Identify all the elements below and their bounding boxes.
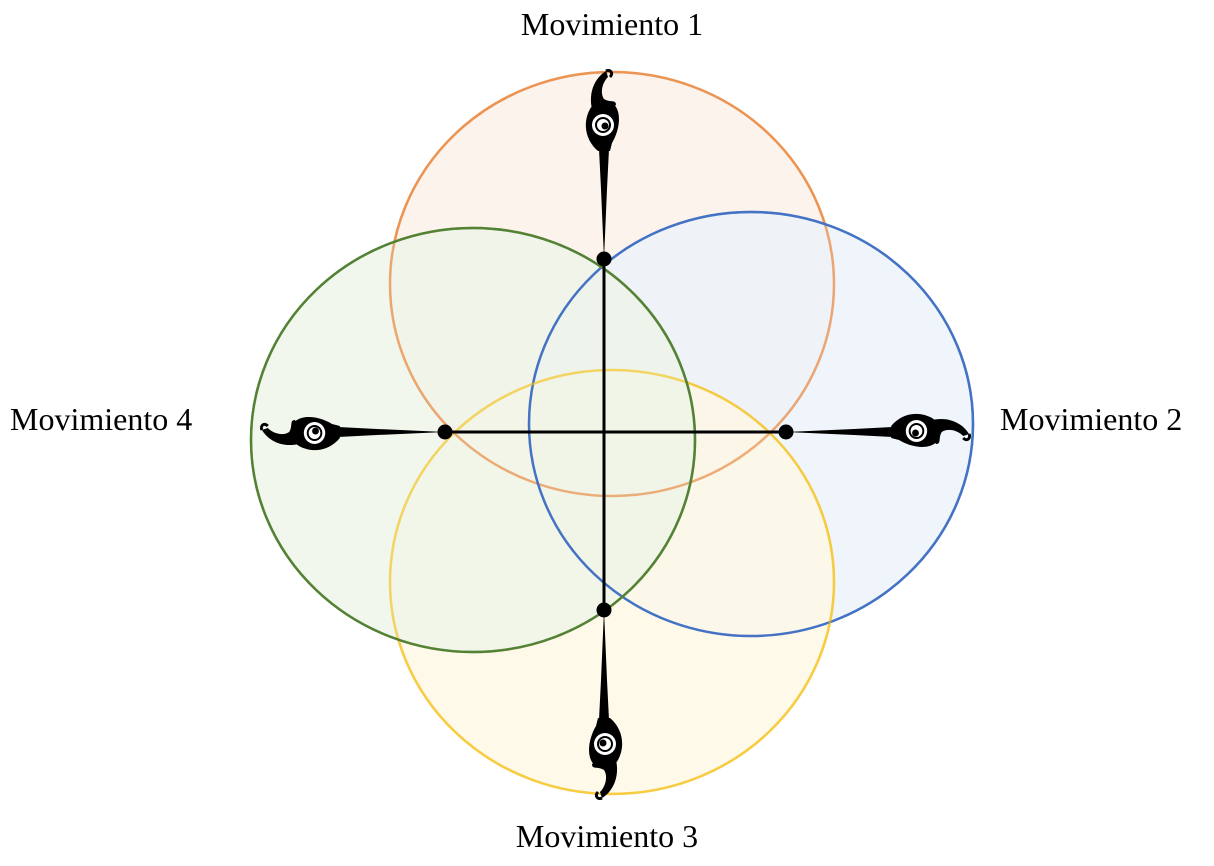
dot-icon-bottom	[597, 603, 612, 618]
label-movimiento-4: Movimiento 4	[10, 403, 192, 435]
label-movimiento-1: Movimiento 1	[521, 8, 703, 40]
label-movimiento-3: Movimiento 3	[516, 820, 698, 852]
label-movimiento-2: Movimiento 2	[1000, 403, 1182, 435]
dot-icon-right	[779, 425, 794, 440]
dot-icon-top	[597, 252, 612, 267]
dot-icon-left	[438, 425, 453, 440]
